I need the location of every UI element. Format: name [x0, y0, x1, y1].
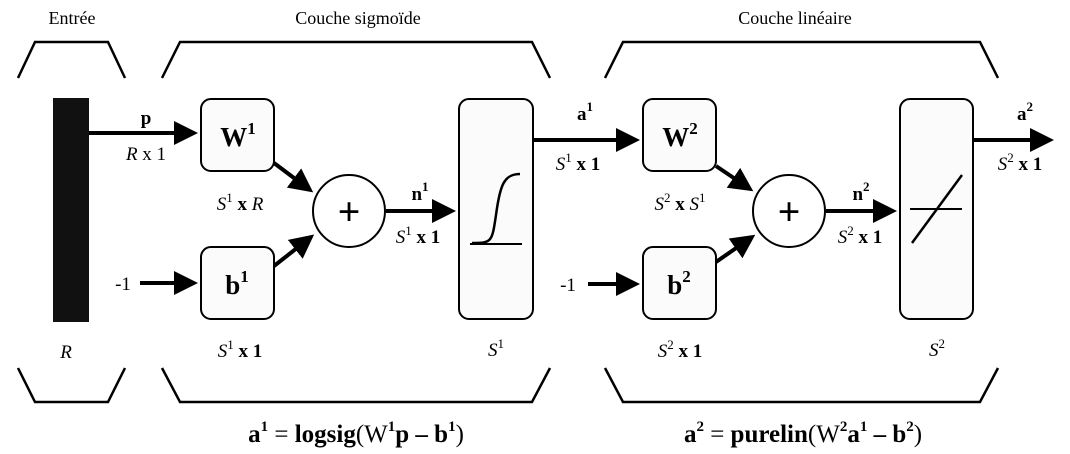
signal-p-label: p [141, 108, 152, 129]
weight-box-w1 [200, 98, 275, 172]
transfer-size-s2: S2 [929, 336, 945, 361]
arrow-w2-to-sum2 [714, 164, 754, 192]
weight-label-w2: W2 [662, 119, 698, 152]
bias-label-b1: b1 [225, 267, 249, 300]
net-dim-n2: S2 x 1 [838, 223, 883, 248]
bias-label-b2: b2 [667, 267, 691, 300]
summation-node-1 [312, 174, 386, 248]
arrow-w1-to-sum1 [272, 161, 314, 193]
arrow-b1-to-sum1 [272, 234, 315, 268]
equation-layer2: a2 = purelin(W2a1 – b2) [684, 419, 922, 448]
bias-box-b2 [642, 246, 717, 320]
weight-box-w2 [642, 98, 717, 172]
output-label-a2: a2 [1017, 99, 1033, 125]
bias-input-label-2: -1 [560, 275, 576, 296]
bias-box-b1 [200, 246, 275, 320]
bracket-top-sigmoid [160, 40, 552, 79]
weight-dim-w1: S1 x R [217, 190, 264, 215]
plus-sign-1: + [338, 189, 361, 234]
plus-sign-2: + [778, 189, 801, 234]
sigmoid-curve-icon [471, 172, 521, 245]
section-title-sigmoid: Couche sigmoïde [295, 8, 420, 28]
section-title-linear: Couche linéaire [738, 8, 851, 28]
bracket-bottom-sigmoid [160, 367, 552, 404]
bracket-top-linear [603, 40, 1000, 79]
summation-node-2 [752, 174, 826, 248]
bracket-bottom-input [16, 367, 127, 404]
bracket-top-input [16, 40, 127, 79]
output-label-a1: a1 [577, 99, 593, 125]
weight-dim-w2: S2 x S1 [655, 190, 706, 215]
net-label-n2: n2 [852, 179, 869, 205]
bias-dim-b2: S2 x 1 [658, 337, 703, 362]
transfer-size-s1: S1 [488, 336, 504, 361]
input-size-label: R [59, 342, 72, 363]
net-dim-n1: S1 x 1 [396, 223, 441, 248]
section-title-input: Entrée [49, 8, 96, 28]
signal-p-dim: R x 1 [125, 144, 166, 165]
arrow-b2-to-sum2 [714, 234, 756, 264]
net-label-n1: n1 [411, 179, 428, 205]
input-vector-bar [53, 98, 89, 322]
bias-dim-b1: S1 x 1 [218, 337, 263, 362]
linear-ramp-icon [910, 174, 964, 244]
output-dim-a2: S2 x 1 [998, 150, 1043, 175]
equation-layer1: a1 = logsig(W1p – b1) [248, 419, 464, 448]
bias-input-label-1: -1 [115, 274, 131, 295]
weight-label-w1: W1 [220, 119, 256, 152]
bracket-bottom-linear [603, 367, 1000, 404]
output-dim-a1: S1 x 1 [556, 150, 601, 175]
